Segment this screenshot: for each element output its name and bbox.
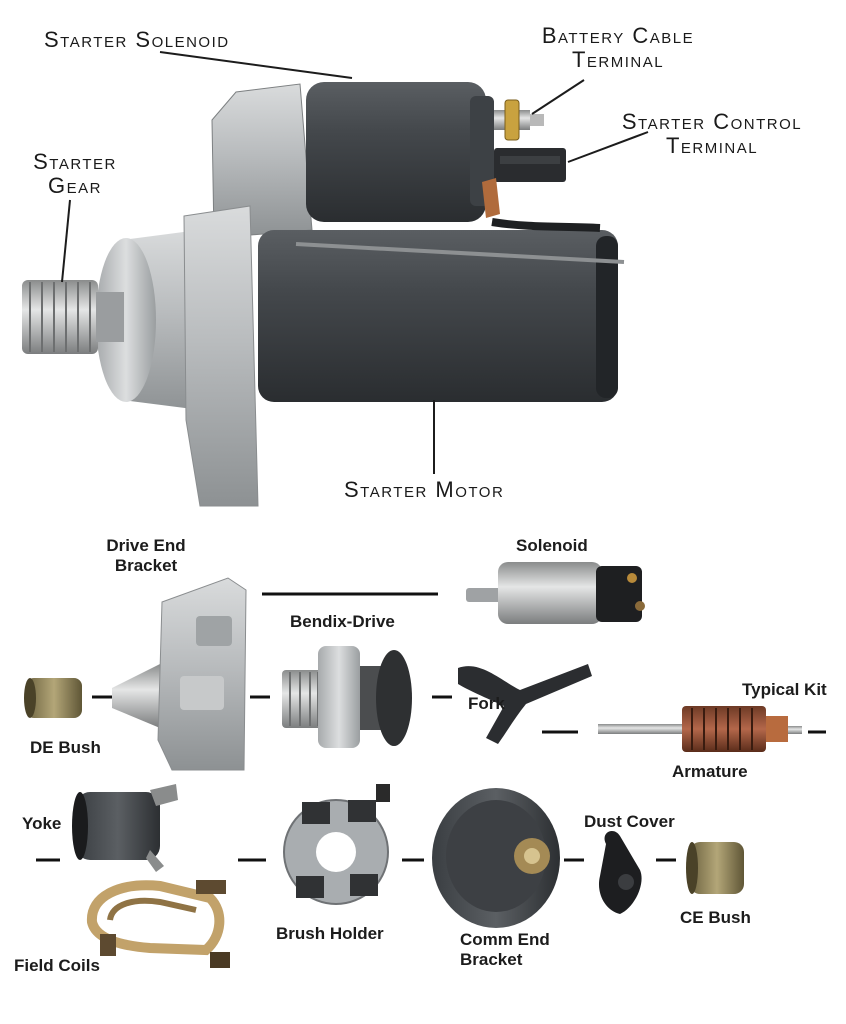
label-starter-gear: Starter Gear bbox=[20, 150, 130, 198]
solenoid-part bbox=[466, 562, 645, 624]
label-battery-cable-terminal: Battery Cable Terminal bbox=[520, 24, 716, 72]
label-solenoid: Solenoid bbox=[516, 536, 588, 555]
label-drive-end-line1: Drive End bbox=[106, 536, 186, 555]
de-bush-part bbox=[24, 678, 82, 718]
label-starter-solenoid: Starter Solenoid bbox=[44, 27, 230, 52]
label-battery-line1: Battery Cable bbox=[541, 23, 695, 48]
bendix-drive-part bbox=[282, 646, 412, 748]
label-de-bush: DE Bush bbox=[30, 738, 101, 757]
field-coils-part bbox=[86, 880, 230, 968]
label-control-line2: Terminal bbox=[665, 133, 759, 158]
top-leader-lines bbox=[61, 51, 649, 474]
fork-part bbox=[458, 664, 592, 744]
yoke-part bbox=[72, 784, 178, 872]
brush-holder-part bbox=[283, 784, 390, 905]
label-comm-end-bracket: Comm End Bracket bbox=[460, 930, 550, 970]
label-starter-motor: Starter Motor bbox=[344, 477, 505, 502]
label-armature: Armature bbox=[672, 762, 748, 781]
dust-cover-part bbox=[598, 830, 642, 914]
label-comm-end-line2: Bracket bbox=[460, 950, 523, 969]
label-dust-cover: Dust Cover bbox=[584, 812, 675, 831]
label-field-coils: Field Coils bbox=[14, 956, 100, 975]
label-fork: Fork bbox=[468, 694, 505, 713]
label-starter-control-terminal: Starter Control Terminal bbox=[596, 110, 828, 158]
label-gear-line1: Starter bbox=[33, 149, 117, 174]
label-ce-bush: CE Bush bbox=[680, 908, 751, 927]
drive-end-bracket-part bbox=[112, 577, 247, 771]
label-control-line1: Starter Control bbox=[621, 109, 803, 134]
label-bendix-drive: Bendix-Drive bbox=[290, 612, 395, 631]
comm-end-bracket-part bbox=[432, 788, 560, 928]
label-typical-kit: Typical Kit bbox=[742, 680, 827, 699]
label-yoke: Yoke bbox=[22, 814, 62, 833]
armature-part bbox=[598, 706, 802, 752]
label-drive-end-line2: Bracket bbox=[114, 556, 178, 575]
ce-bush-part bbox=[686, 842, 744, 894]
starter-motor-photo bbox=[22, 82, 625, 507]
label-drive-end-bracket: Drive End Bracket bbox=[86, 536, 206, 576]
label-brush-holder: Brush Holder bbox=[276, 924, 384, 943]
label-battery-line2: Terminal bbox=[571, 47, 665, 72]
label-comm-end-line1: Comm End bbox=[460, 930, 550, 949]
kit-connector-lines bbox=[36, 592, 826, 862]
label-gear-line2: Gear bbox=[48, 173, 102, 198]
